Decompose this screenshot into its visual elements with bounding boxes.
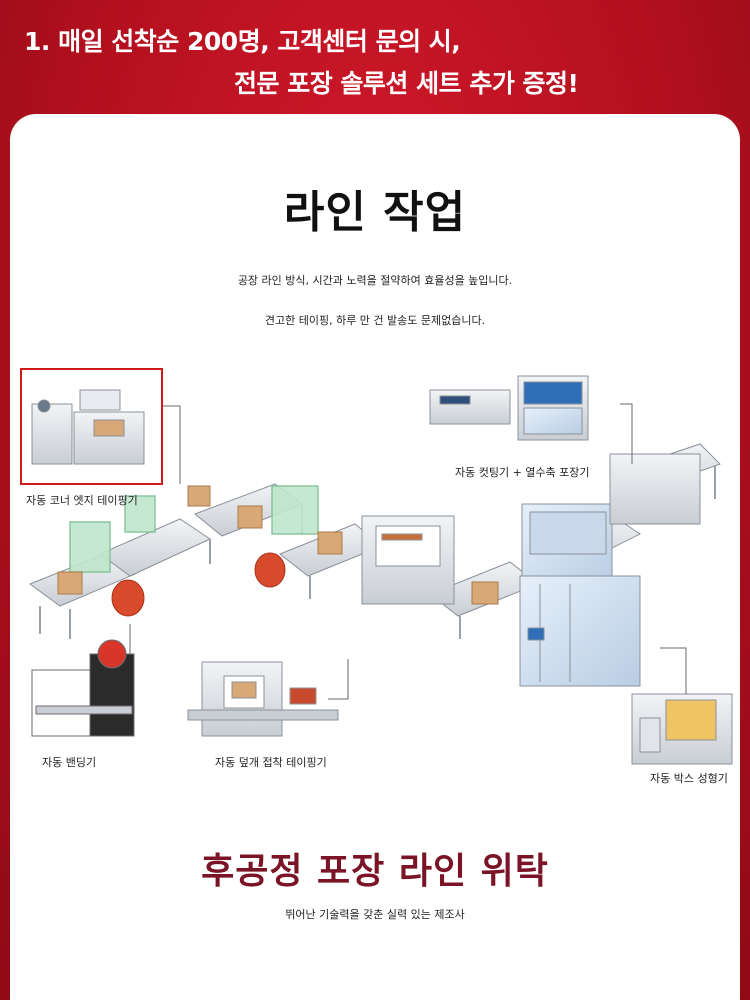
label-box-forming: 자동 박스 성형기 [650,772,728,785]
shrink-wrap-machine [521,453,701,585]
label-lid-taping: 자동 덮개 접착 테이핑기 [215,756,327,769]
corner-taping-machine [31,389,145,465]
label-cutting-shrink: 자동 컷팅기 + 열수축 포장기 [455,466,590,479]
green-frames [69,485,319,573]
content-card: 라인 작업 공장 라인 방식, 시간과 노력을 절약하여 효율성을 높입니다. … [10,114,740,1000]
cutting-shrink-machine [429,375,589,441]
banding-machine [31,639,135,737]
footer-title: 후공정 포장 라인 위탁 [201,851,549,892]
tape-rolls [111,552,286,617]
section-description-2: 견고한 테이핑, 하루 만 건 발송도 문제없습니다. [264,314,486,327]
promo-line-1: 1. 매일 선착순 200명, 고객센터 문의 시, [24,27,461,56]
section-title: 라인 작업 [283,187,467,238]
promo-line-2: 전문 포장 솔루션 세트 추가 증정! [234,69,579,98]
packing-line-illustration [28,375,733,765]
center-sealing-machine [361,515,455,605]
section-description-1: 공장 라인 방식, 시간과 노력을 절약하여 효율성을 높입니다. [237,274,513,287]
label-banding: 자동 밴딩기 [42,756,97,769]
promo-banner: 1. 매일 선착순 200명, 고객센터 문의 시, 전문 포장 솔루션 세트 … [0,0,750,118]
forming-station [519,575,641,687]
box-forming-machine [631,693,733,765]
highlight-frame [20,368,163,485]
leader-lines [129,403,687,700]
conveyor-legs [39,466,716,639]
footer-subtitle: 뛰어난 기술력을 갖춘 실력 있는 제조사 [285,908,465,921]
label-corner-taping: 자동 코너 엣지 테이핑기 [26,494,138,507]
lid-taping-machine [187,661,339,737]
